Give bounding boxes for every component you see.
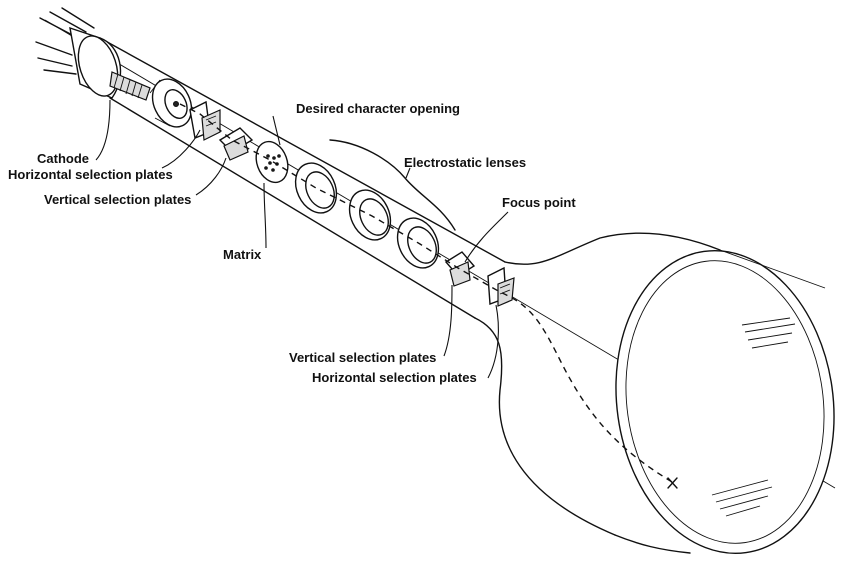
screen-hatching-bottom [711,479,773,517]
leader-vertical-top [195,157,227,196]
label-desired-character-opening: Desired character opening [296,101,460,116]
leader-focus-point [464,211,509,263]
cathode-assembly [35,7,151,101]
label-vertical-selection-plates-top: Vertical selection plates [44,192,192,207]
label-focus-point: Focus point [502,195,576,210]
matrix-disc [255,140,289,184]
vertical-selection-plates-top-part [218,127,254,161]
horizontal-selection-plates-top-part [189,100,221,141]
leader-horizontal-bottom [487,304,499,379]
bell-upper-flare [504,232,721,265]
label-horizontal-selection-plates-bottom: Horizontal selection plates [312,370,477,385]
electron-beam-path [179,103,673,483]
spot-x-mark [667,477,678,489]
screen-hatching-top [741,317,796,349]
bell-bottom-edge [614,534,691,554]
screen-inner-rim [625,260,825,544]
leader-matrix [263,182,267,249]
screen-top-edge [719,249,826,289]
neck-upper-edge [99,37,506,263]
horizontal-selection-plates-bottom-part [487,266,515,307]
leader-vertical-bottom [443,284,453,357]
label-vertical-selection-plates-bottom: Vertical selection plates [289,350,437,365]
screen-face [615,250,835,554]
label-horizontal-selection-plates-top: Horizontal selection plates [8,167,173,182]
first-anode [149,78,193,128]
vertical-selection-plates-bottom-part [444,251,476,287]
label-electrostatic-lenses: Electrostatic lenses [404,155,527,170]
leader-cathode [95,99,111,161]
leader-desired-character-opening [272,115,281,146]
electrostatic-lenses-bracket [329,139,456,231]
label-cathode: Cathode [37,151,89,166]
bell-lower-flare [474,317,616,536]
electrostatic-lens-1 [294,162,338,214]
neck-lower-edge [109,97,476,319]
leader-electrostatic-lenses [405,167,411,179]
label-matrix: Matrix [223,247,262,262]
leader-horizontal-top [161,129,201,169]
